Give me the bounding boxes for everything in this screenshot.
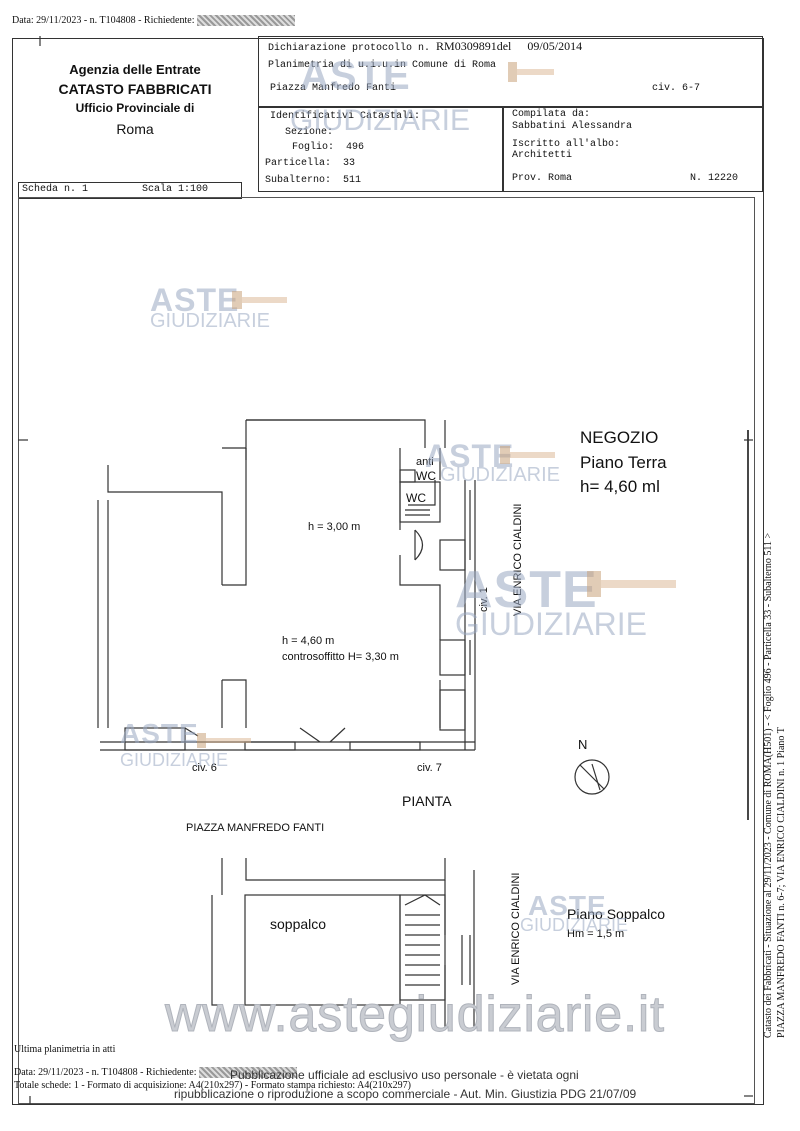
north-label: N xyxy=(578,737,588,752)
civic-number: civ. 6-7 xyxy=(652,83,701,94)
publication-notice-1: Pubblicazione ufficiale ad esclusivo uso… xyxy=(230,1068,579,1082)
footer-line-1: Data: 29/11/2023 - n. T104808 - Richiede… xyxy=(14,1067,297,1079)
agency-block: Agenzia delle Entrate CATASTO FABBRICATI… xyxy=(40,62,230,137)
header-top-text: Data: 29/11/2023 - n. T104808 - Richiede… xyxy=(12,15,195,26)
sidebar-line-1: Catasto dei Fabbricati - Situazione al 2… xyxy=(763,532,774,1038)
declaration-date: 09/05/2014 xyxy=(527,39,583,53)
watermark-giudiziarie-4: GIUDIZIARIE xyxy=(120,750,229,770)
address-line: Piazza Manfredo Fanti xyxy=(270,83,397,94)
compiler-box xyxy=(502,106,763,192)
agency-catasto: CATASTO FABBRICATI xyxy=(58,81,212,97)
subalterno-label-text: Subalterno: xyxy=(265,175,332,186)
plan-title-floor: Piano Terra xyxy=(580,453,667,472)
watermark-giudiziarie-5: GIUDIZIARIE xyxy=(520,915,629,935)
mezzanine-room-label: soppalco xyxy=(270,916,327,932)
redacted-requester xyxy=(196,15,295,27)
watermark-giudiziarie-2: GIUDIZIARIE xyxy=(440,464,561,486)
cadastre-sidebar: Catasto dei Fabbricati - Situazione al 2… xyxy=(762,533,788,1038)
watermark-url: www.astegiudiziarie.it xyxy=(165,986,665,1043)
publication-notice-2: ripubblicazione o riproduzione a scopo c… xyxy=(174,1087,637,1101)
compiled-by-label: Compilata da: xyxy=(512,109,591,120)
particella-label-text: Particella: xyxy=(265,158,332,169)
albo-value: Architetti xyxy=(512,150,573,161)
square-label: PIAZZA MANFREDO FANTI xyxy=(186,822,325,834)
footer-last-plan: Ultima planimetria in atti xyxy=(14,1044,116,1055)
scheda-number: Scheda n. 1 xyxy=(22,184,89,195)
gavel-icon-4 xyxy=(197,733,251,748)
mezzanine-title: Piano Soppalco xyxy=(567,906,666,922)
watermark-aste-3: ASTE xyxy=(455,561,598,619)
watermark-aste-1: ASTE xyxy=(150,282,240,318)
planimetria-line: Planimetria di u.i.u.in Comune di Roma xyxy=(268,60,497,71)
watermark-giudiziarie-1: GIUDIZIARIE xyxy=(150,310,271,332)
header-top-line: Data: 29/11/2023 - n. T104808 - Richiede… xyxy=(12,15,295,27)
mezzanine-height: Hm = 1,5 m xyxy=(567,928,625,940)
particella-value: 33 xyxy=(343,158,356,169)
watermark-giudiziarie-3: GIUDIZIARIE xyxy=(455,606,648,642)
anti-label: anti xyxy=(416,456,434,468)
redacted-requester-footer xyxy=(198,1067,297,1079)
declaration-label: Dichiarazione protocollo n. xyxy=(268,43,431,54)
declaration-del: del xyxy=(496,39,512,53)
declaration-box xyxy=(258,36,763,108)
scale: Scala 1:100 xyxy=(142,184,209,195)
height-4-label: h = 4,60 m xyxy=(282,635,335,647)
declaration-line: Dichiarazione protocollo n. RM0309891del… xyxy=(268,39,582,54)
plan-title-negozio: NEGOZIO xyxy=(580,428,659,447)
document-frame xyxy=(12,38,764,1105)
identifiers-box xyxy=(258,106,504,192)
watermark-giudiziarie-header: GIUDIZIARIE xyxy=(290,104,471,137)
height-3-label: h = 3,00 m xyxy=(308,521,361,533)
particella-label: Particella: 33 xyxy=(265,158,355,169)
agency-office: Ufficio Provinciale di xyxy=(75,101,195,115)
footer-line-2: Totale schede: 1 - Formato di acquisizio… xyxy=(14,1080,411,1091)
albo-number: N. 12220 xyxy=(690,173,739,184)
watermark-aste-2: ASTE xyxy=(425,438,515,474)
foglio-label-text: Foglio: xyxy=(292,142,335,153)
watermark-aste-4: ASTE xyxy=(120,718,199,749)
compiler-name: Sabbatini Alessandra xyxy=(512,121,633,132)
anti-wc-label: WC xyxy=(416,469,436,483)
gavel-icon-5 xyxy=(508,62,554,82)
watermark-aste-5: ASTE xyxy=(528,890,607,921)
gavel-icon-2 xyxy=(500,446,555,464)
wc-label: WC xyxy=(406,491,426,505)
pianta-label: PIANTA xyxy=(402,793,452,809)
albo-label: Iscritto all'albo: xyxy=(512,139,621,150)
declaration-number: RM0309891 xyxy=(436,39,497,53)
subalterno-label: Subalterno: 511 xyxy=(265,175,361,186)
civic-7-label: civ. 7 xyxy=(417,762,442,774)
watermark-aste-header: ASTE xyxy=(300,54,411,98)
foglio-label: Foglio: 496 xyxy=(292,142,364,153)
footer-line-1-text: Data: 29/11/2023 - n. T104808 - Richiede… xyxy=(14,1067,197,1078)
gavel-icon xyxy=(232,291,287,309)
civic-6-label: civ. 6 xyxy=(192,762,217,774)
scheda-box xyxy=(18,182,242,199)
agency-name: Agenzia delle Entrate xyxy=(69,62,201,77)
sezione-label: Sezione: xyxy=(285,127,334,138)
sidebar-line-2: PIAZZA MANFREDO FANTI n. 6-7; VIA ENRICO… xyxy=(776,727,787,1038)
false-ceiling-label: controsoffitto H= 3,30 m xyxy=(282,651,399,663)
gavel-icon-3 xyxy=(587,571,676,597)
foglio-value: 496 xyxy=(346,142,365,153)
province: Prov. Roma xyxy=(512,173,573,184)
drawing-frame xyxy=(18,197,755,1104)
agency-city: Roma xyxy=(116,121,154,137)
subalterno-value: 511 xyxy=(343,175,362,186)
identifiers-title: Identificativi Catastali: xyxy=(270,111,421,122)
plan-title-height: h= 4,60 ml xyxy=(580,477,660,496)
